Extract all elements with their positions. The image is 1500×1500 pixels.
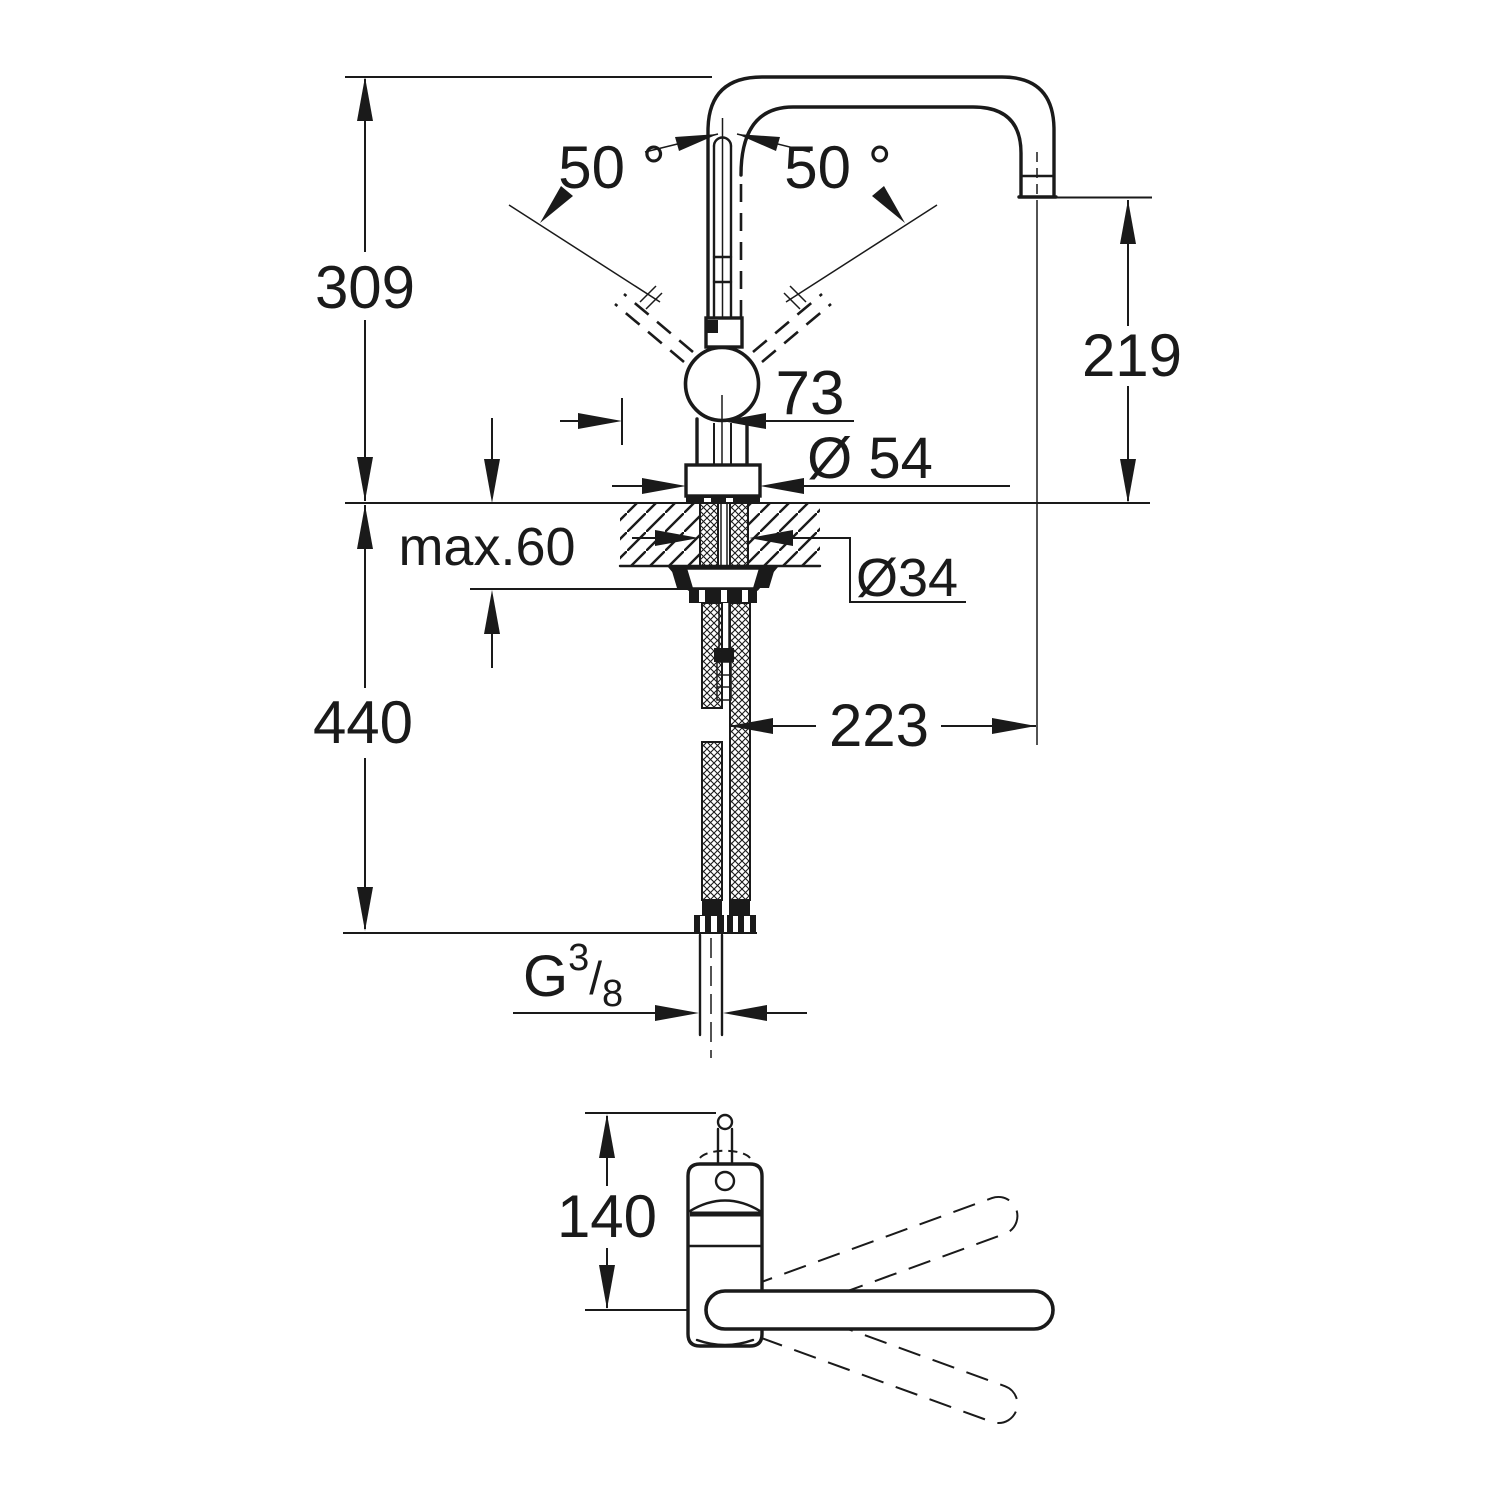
dimension-440: 440 xyxy=(313,505,757,934)
side-view: 309 440 max.60 73 xyxy=(313,75,1182,1058)
dimension-309: 309 xyxy=(315,77,415,501)
dim-73-label: 73 xyxy=(776,359,845,428)
handle-lever xyxy=(712,118,733,345)
dimension-d54: Ø 54 xyxy=(612,426,1010,494)
dim-50deg-right-label: 50 ° xyxy=(784,134,891,201)
dimension-140: 140 xyxy=(557,1112,716,1311)
dim-max60-label: max.60 xyxy=(398,517,575,577)
spout-pipe xyxy=(345,75,1058,320)
handle-swing-dashed-lines xyxy=(614,293,832,363)
dim-219-label: 219 xyxy=(1082,322,1182,389)
dimension-d34: Ø34 xyxy=(632,530,966,608)
dim-309-label: 309 xyxy=(315,254,415,321)
dim-440-label: 440 xyxy=(313,689,413,756)
dim-140-label: 140 xyxy=(557,1183,657,1250)
top-view-spout xyxy=(704,1289,1055,1331)
top-view: 140 xyxy=(557,1112,1055,1425)
dim-223-label: 223 xyxy=(829,692,929,759)
dim-50deg-left-label: 50 ° xyxy=(558,134,665,201)
dimension-73: 73 xyxy=(560,359,854,445)
swivel-spout-dashed xyxy=(750,1195,1019,1425)
dimension-219: 219 xyxy=(1056,196,1182,503)
dim-d34-label: Ø34 xyxy=(856,548,958,608)
dim-d54-label: Ø 54 xyxy=(807,426,933,491)
supply-hoses xyxy=(694,602,756,1058)
mounting-hardware xyxy=(667,566,779,701)
dimension-223: 223 xyxy=(729,208,1038,759)
faucet-body-base xyxy=(684,417,762,504)
angle-labels: 50 ° 50 ° xyxy=(558,134,891,201)
dimension-max60: max.60 xyxy=(398,418,689,668)
ball-joint xyxy=(683,316,761,497)
angle-dimension-lines xyxy=(508,133,938,310)
dimension-g38: G3/8 xyxy=(513,937,807,1021)
dim-g38-label: G3/8 xyxy=(523,937,623,1015)
